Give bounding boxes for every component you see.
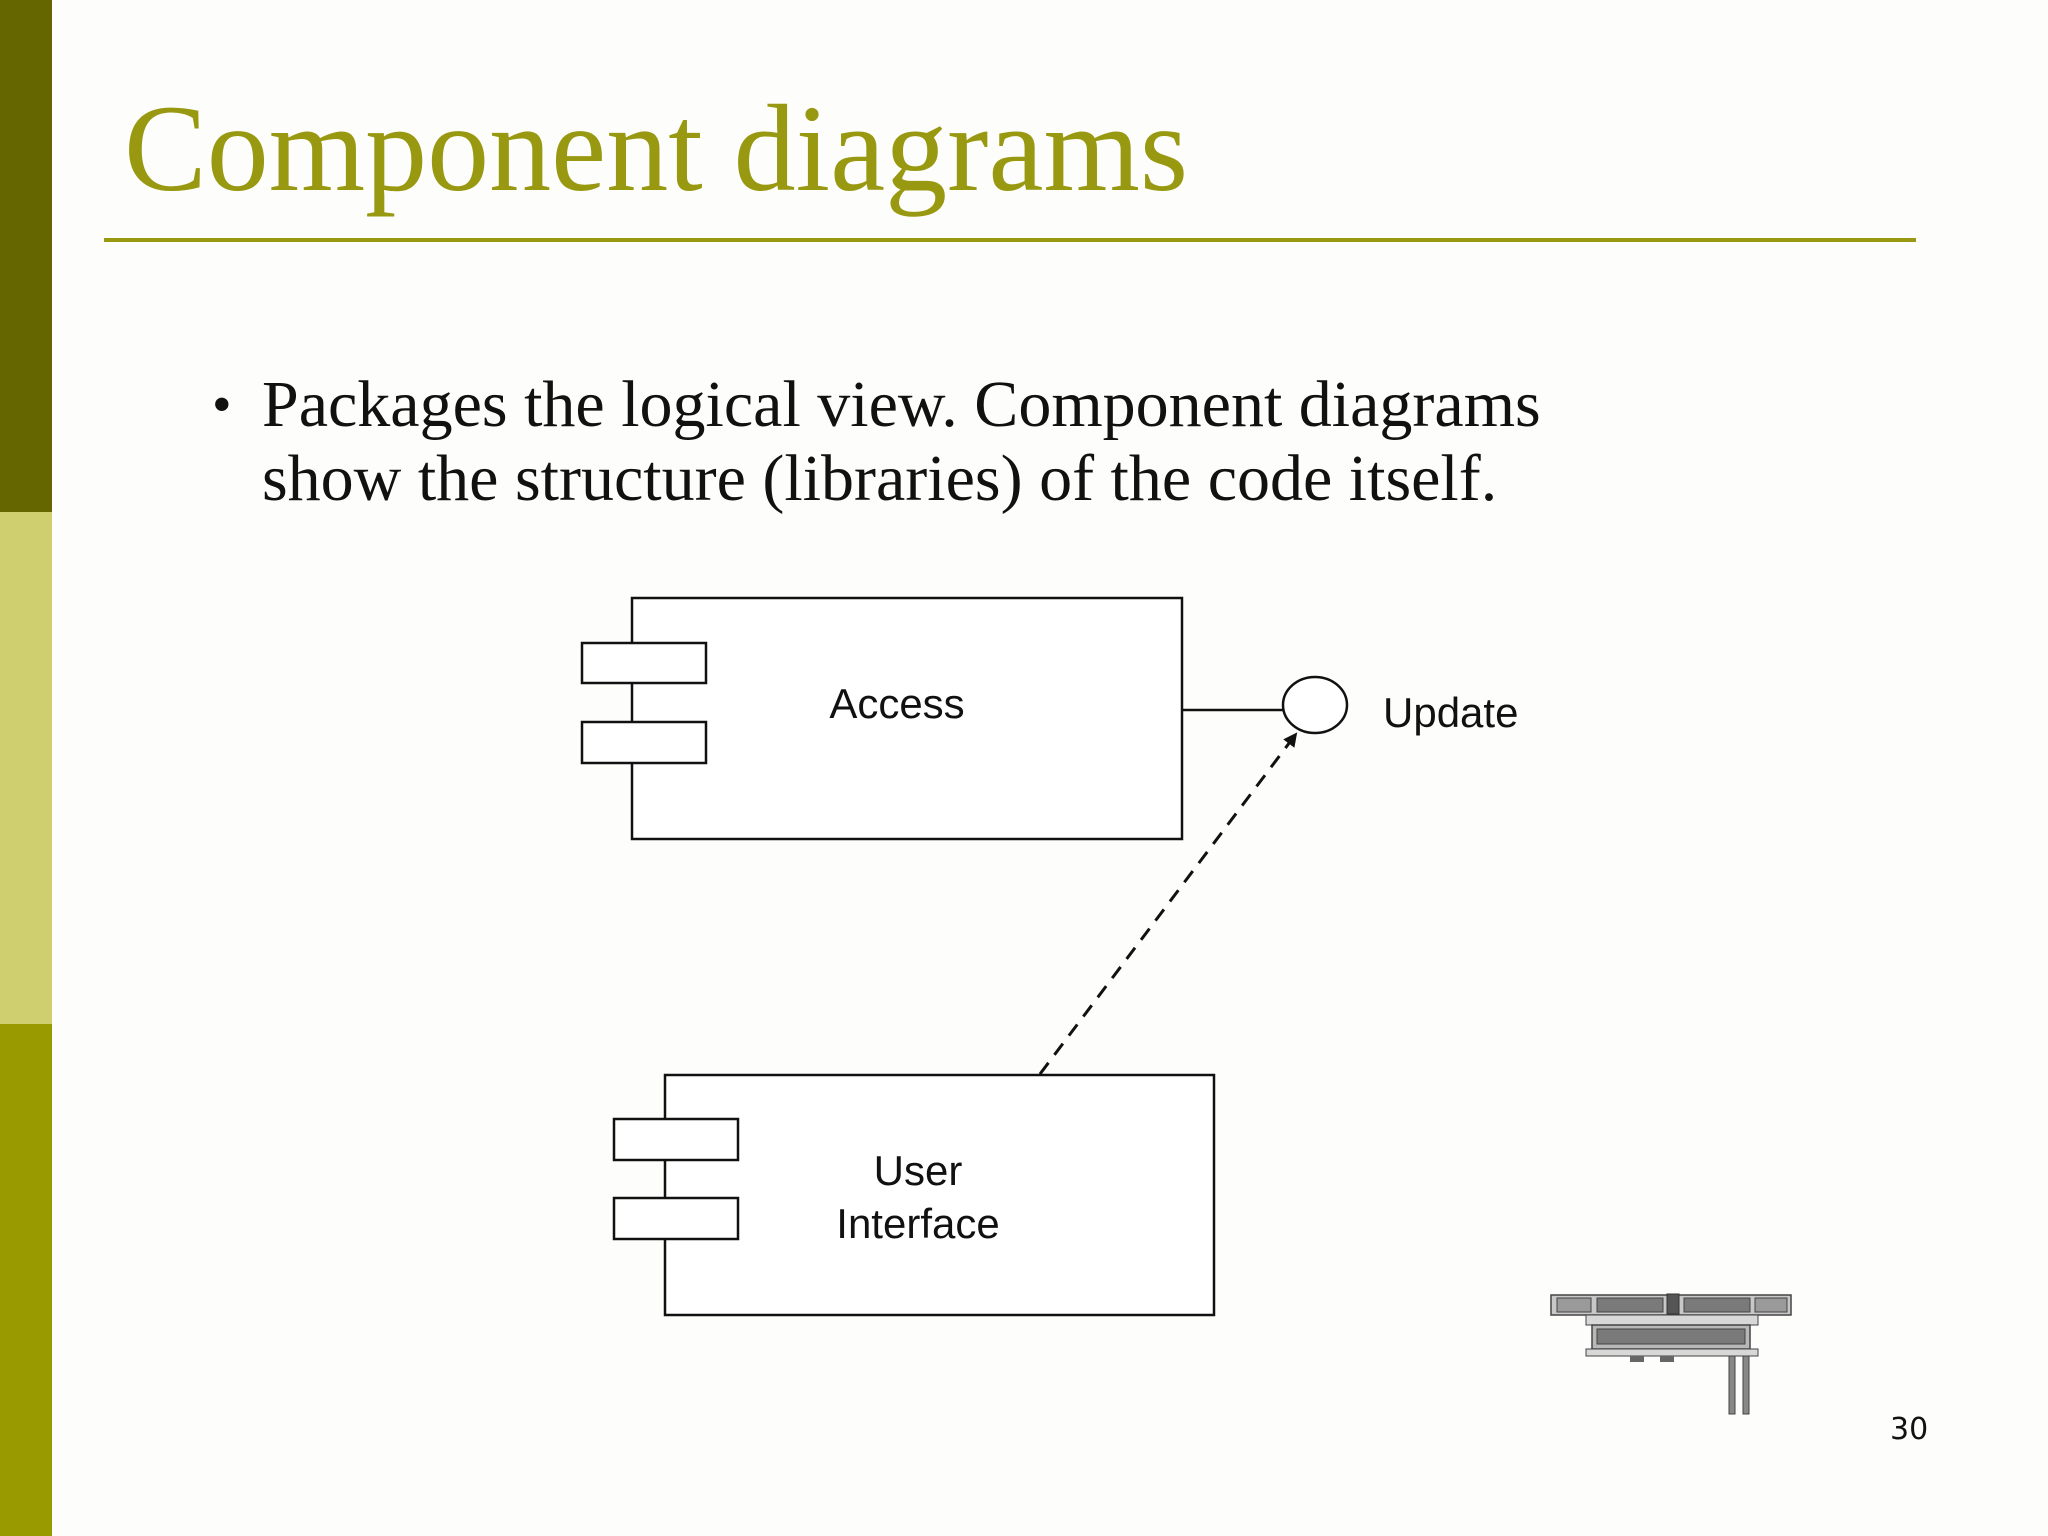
component-user-interface: User Interface: [612, 1073, 1216, 1317]
side-bar-top: [0, 0, 52, 512]
bullet-line-1: Packages the logical view. Component dia…: [262, 368, 1541, 441]
component-access-tab-upper: [580, 641, 708, 685]
slide-title: Component diagrams: [124, 80, 1189, 217]
component-user-interface-label-line-2: Interface: [836, 1200, 999, 1247]
bullet-text: Packages the logical view. Component dia…: [262, 368, 1862, 516]
interface-update-circle: [1281, 675, 1349, 735]
side-bar-middle: [0, 512, 52, 1024]
bullet-item: • Packages the logical view. Component d…: [212, 368, 1862, 516]
interface-update-label: Update: [1383, 689, 1518, 736]
component-user-interface-label-line-1: User: [874, 1147, 963, 1194]
component-access: Access: [580, 596, 1184, 841]
component-access-tab-lower: [580, 720, 708, 765]
side-bar-bottom: [0, 1024, 52, 1536]
page-number: 30: [1890, 1412, 1929, 1447]
title-divider: [104, 238, 1916, 242]
component-access-body: [630, 596, 1184, 841]
component-access-label: Access: [829, 680, 964, 727]
component-user-interface-tab-upper: [612, 1117, 740, 1162]
building-icon: [1550, 1293, 1792, 1415]
bullet-line-2: show the structure (libraries) of the co…: [262, 442, 1498, 515]
bullet-dot-icon: •: [212, 374, 232, 436]
component-user-interface-body: [663, 1073, 1216, 1317]
component-user-interface-tab-lower: [612, 1196, 740, 1241]
